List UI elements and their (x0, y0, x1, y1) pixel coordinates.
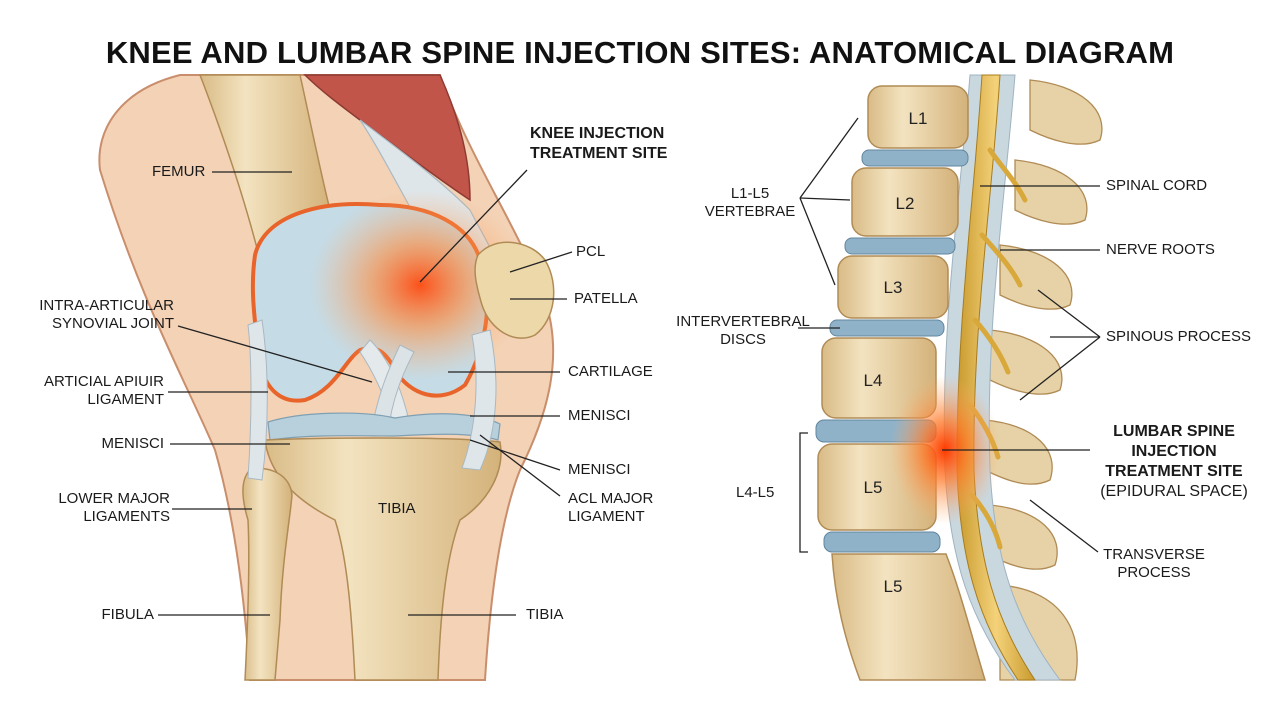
label-acl-line2: LIGAMENT (568, 508, 645, 525)
spinous-process (984, 419, 1053, 485)
vertebra-labels: L1 L2 L3 L4 L5 L5 (864, 109, 928, 596)
vertebra-label: L5 (884, 577, 903, 596)
label-artical-ligament: ARTICIAL APIUIR LIGAMENT (20, 373, 164, 409)
nerve-root (987, 147, 1028, 203)
label-spinous-process: SPINOUS PROCESS (1106, 328, 1252, 345)
intervertebral-disc (823, 531, 941, 553)
tibia-bone (264, 437, 502, 681)
patella-bone (474, 241, 555, 339)
spine-illustration (815, 74, 1103, 681)
label-patella: PATELLA (574, 290, 638, 307)
leader-lines (158, 117, 1101, 616)
label-acl-line1: ACL MAJOR (568, 490, 654, 507)
spinal-cord (956, 74, 1036, 681)
label-cartilage: CARTILAGE (568, 363, 653, 380)
label-femur: FEMUR (152, 163, 206, 180)
vertebra-s1 (831, 553, 987, 681)
nerve-root (979, 232, 1023, 288)
spinous-process (1014, 159, 1088, 225)
label-lumbar-line1: LUMBAR SPINE (1113, 423, 1235, 440)
label-artical-ligament-line1: ARTICIAL APIUIR (43, 373, 164, 390)
label-knee-injection-line1: KNEE INJECTION (530, 125, 665, 142)
label-epidural-space: (EPIDURAL SPACE) (1100, 483, 1248, 500)
label-vertebrae-line2: VERTEBRAE (704, 203, 796, 220)
vertebra-l1 (867, 85, 969, 149)
label-intervertebral-discs: INTERVERTEBRAL DISCS (668, 313, 818, 349)
label-spinal-cord: SPINAL CORD (1106, 177, 1208, 194)
vertebra-label: L2 (896, 194, 915, 213)
label-menisci-right-upper: MENISCI (568, 407, 631, 424)
meniscus (267, 412, 501, 441)
label-lower-major-line2: LIGAMENTS (83, 508, 170, 525)
intervertebral-disc (861, 149, 969, 167)
injection-glow-knee (310, 190, 530, 380)
label-tibia-center: TIBIA (378, 500, 416, 517)
label-intra-articular-line2: SYNOVIAL JOINT (52, 315, 174, 332)
spinous-process (989, 504, 1058, 570)
vertebra-label: L1 (909, 109, 928, 128)
label-knee-injection-line2: TREATMENT SITE (530, 145, 668, 162)
label-intra-articular-line1: INTRA-ARTICULAR (39, 297, 174, 314)
page-title: KNEE AND LUMBAR SPINE INJECTION SITES: A… (105, 34, 1175, 70)
lateral-collateral-ligament (247, 319, 268, 481)
label-l4-l5: L4-L5 (736, 484, 775, 501)
label-intra-articular: INTRA-ARTICULAR SYNOVIAL JOINT (20, 297, 174, 333)
label-lumbar-injection-site: LUMBAR SPINE INJECTION TREATMENT SITE (E… (1082, 422, 1266, 502)
spinous-process (1029, 79, 1103, 145)
label-vertebrae-line1: L1-L5 (730, 185, 770, 202)
nerve-root (972, 317, 1011, 375)
vertebra-label: L3 (884, 278, 903, 297)
label-transverse-process: TRANSVERSE PROCESS (1092, 546, 1216, 582)
label-l1-l5-vertebrae: L1-L5 VERTEBRAE (700, 185, 800, 221)
label-knee-injection-site: KNEE INJECTION TREATMENT SITE (530, 124, 667, 164)
label-menisci-left: MENISCI (101, 435, 164, 452)
knee-illustration (98, 74, 555, 681)
label-fibula: FIBULA (101, 606, 154, 623)
intervertebral-disc (844, 237, 956, 255)
label-menisci-right-lower: MENISCI (568, 461, 631, 478)
vertebra-l3 (837, 255, 949, 319)
quadriceps-muscle (303, 74, 471, 202)
label-lower-major-line1: LOWER MAJOR (58, 490, 170, 507)
spinous-process (989, 329, 1063, 395)
vertebra-label: L5 (864, 478, 883, 497)
label-nerve-roots: NERVE ROOTS (1106, 241, 1215, 258)
intervertebral-disc (829, 319, 945, 337)
label-lumbar-line3: TREATMENT SITE (1105, 463, 1243, 480)
label-lower-major-ligaments: LOWER MAJOR LIGAMENTS (20, 490, 170, 526)
label-artical-ligament-line2: LIGAMENT (87, 391, 164, 408)
label-tibia-bottom: TIBIA (526, 606, 564, 623)
fibula-bone (242, 468, 293, 681)
label-lumbar-line2: INJECTION (1131, 443, 1217, 460)
label-transverse-line1: TRANSVERSE (1103, 546, 1205, 563)
label-pcl: PCL (576, 243, 606, 260)
vertebra-label: L4 (864, 371, 883, 390)
label-intervertebral-line2: DISCS (720, 331, 766, 348)
label-acl-major-ligament: ACL MAJOR LIGAMENT (568, 490, 653, 526)
label-intervertebral-line1: INTERVERTEBRAL (676, 313, 810, 330)
spinous-process (999, 244, 1073, 310)
vertebra-l2 (851, 167, 959, 237)
label-transverse-line2: PROCESS (1117, 564, 1191, 581)
